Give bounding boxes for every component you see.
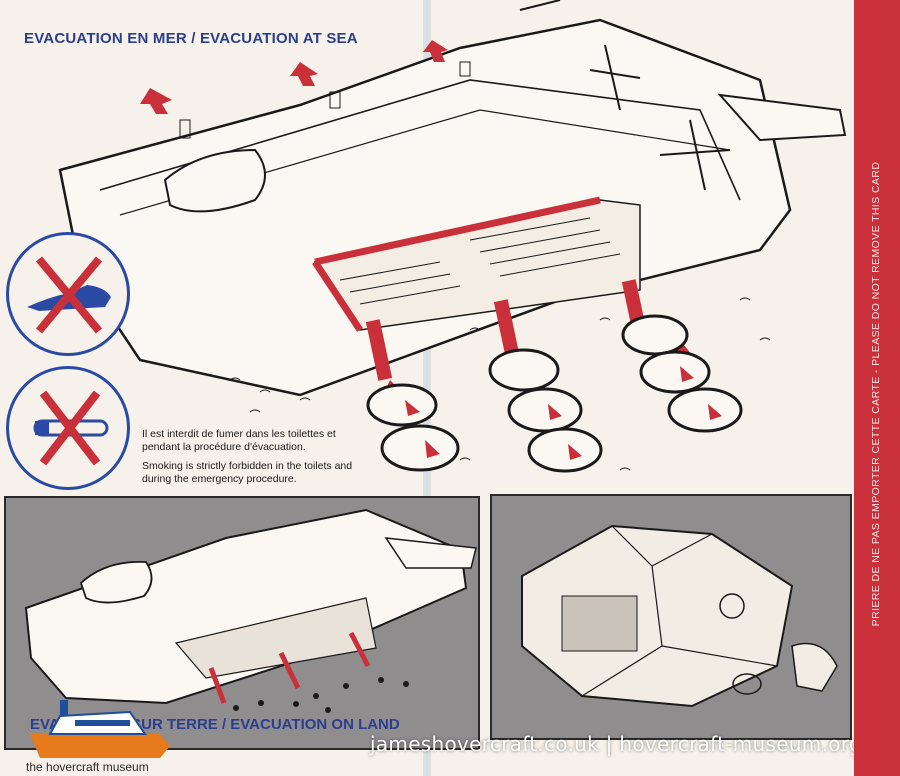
no-smoking-icon — [6, 366, 130, 490]
life-raft-illustration — [521, 524, 838, 708]
website-watermark: jameshovercraft.co.uk | hovercraft-museu… — [370, 732, 862, 756]
card-fold — [423, 0, 431, 776]
no-smoking-caption: Il est interdit de fumer dans les toilet… — [142, 428, 372, 492]
life-raft-panel — [490, 494, 852, 740]
sea-evacuation-heading: EVACUATION EN MER / EVACUATION AT SEA — [24, 30, 358, 47]
caption-french: Il est interdit de fumer dans les toilet… — [142, 428, 336, 453]
hovercraft-museum-logo — [30, 700, 170, 758]
side-notice-band: PRIERE DE NE PAS EMPORTER CETTE CARTE - … — [854, 0, 900, 776]
land-evacuation-panel — [4, 496, 480, 750]
do-not-remove-notice: PRIERE DE NE PAS EMPORTER CETTE CARTE - … — [870, 161, 882, 627]
land-evacuation-illustration — [24, 508, 477, 713]
museum-logo-text: the hovercraft museum — [26, 760, 149, 774]
sea-evacuation-illustration — [58, 0, 847, 473]
no-high-heels-icon — [6, 232, 130, 356]
caption-english: Smoking is strictly forbidden in the toi… — [142, 460, 353, 485]
